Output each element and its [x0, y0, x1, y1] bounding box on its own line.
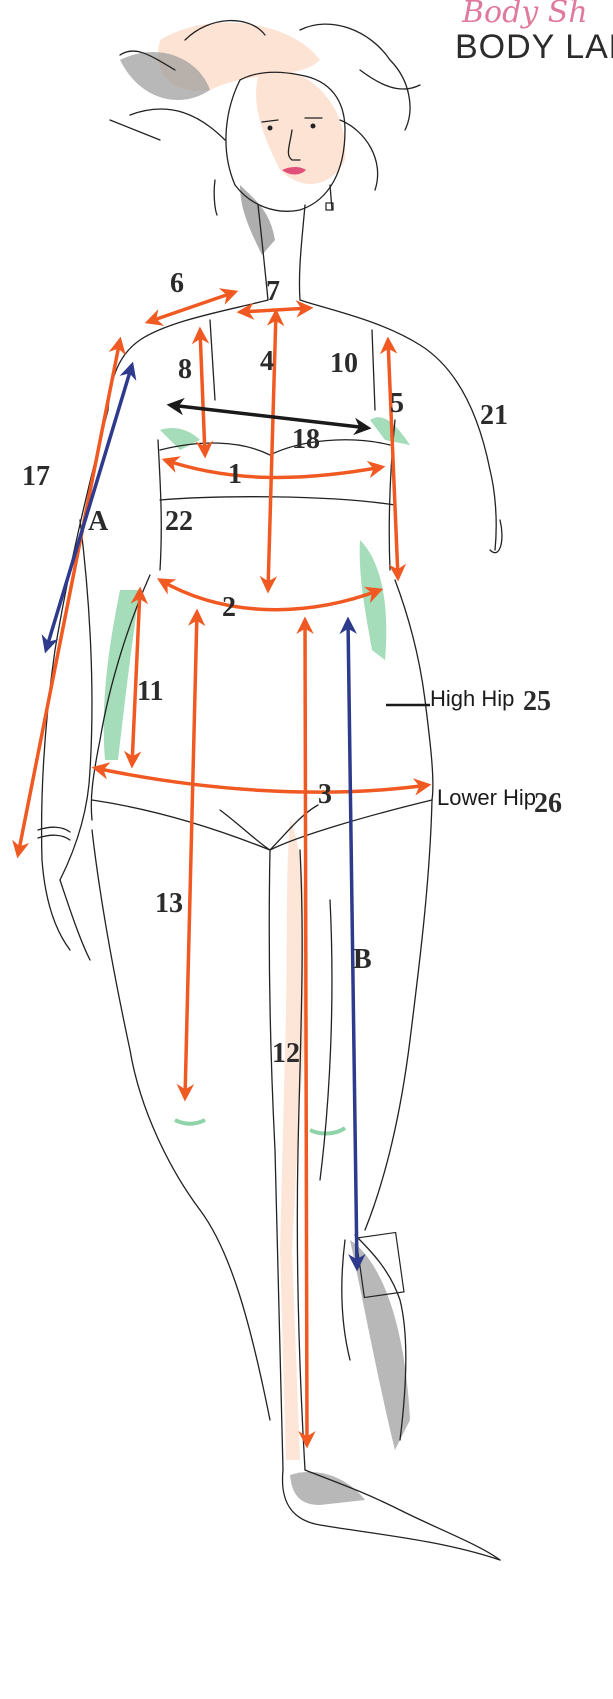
marker-26: 26 — [534, 788, 562, 819]
high-hip-label: High Hip — [430, 686, 514, 711]
marker-25: 25 — [523, 686, 551, 717]
marker-12: 12 — [272, 1038, 300, 1069]
marker-2: 2 — [222, 592, 236, 623]
marker-22: 22 — [165, 506, 193, 537]
measurement-markers: 6 7 8 4 10 5 21 18 1 17 A 22 2 11 3 13 B… — [22, 268, 508, 1069]
marker-5: 5 — [390, 388, 404, 419]
arrow-12-inseam — [305, 620, 307, 1445]
marker-3: 3 — [318, 779, 332, 810]
marker-6: 6 — [170, 268, 184, 299]
marker-7: 7 — [266, 276, 280, 307]
arrow-17-arm-length — [18, 340, 120, 855]
brand-name-text: BODY LAN — [455, 28, 613, 66]
marker-A: A — [88, 506, 109, 537]
brand-script-text: Body Sh — [461, 0, 588, 30]
marker-18: 18 — [292, 424, 320, 455]
marker-17: 17 — [22, 461, 50, 492]
arrow-1-underbust — [165, 460, 382, 477]
arrow-3-lower-hip — [95, 768, 428, 792]
marker-21: 21 — [480, 400, 508, 431]
marker-13: 13 — [155, 888, 183, 919]
hip-labels: High Hip 25 Lower Hip 26 — [430, 686, 562, 819]
arrow-6-shoulder — [148, 292, 235, 322]
brand-logo: Body Sh BODY LAN — [455, 0, 613, 66]
arrow-13-outseam — [185, 612, 197, 1098]
marker-11: 11 — [137, 676, 163, 707]
marker-8: 8 — [178, 354, 192, 385]
arrow-18-bust-span — [170, 405, 368, 428]
arrow-8-strap — [200, 330, 205, 455]
marker-B: B — [353, 944, 372, 975]
arrow-7-neck — [240, 308, 310, 312]
marker-4: 4 — [260, 346, 274, 377]
figure-shading — [104, 23, 410, 1505]
marker-10: 10 — [330, 348, 358, 379]
arrow-2-waist — [160, 580, 380, 610]
marker-1: 1 — [228, 459, 242, 490]
lower-hip-label: Lower Hip — [437, 785, 536, 810]
